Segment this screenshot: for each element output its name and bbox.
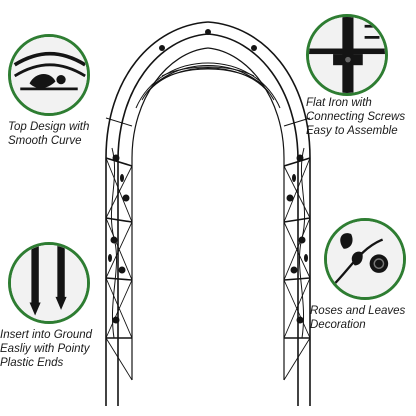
curved-top-detail-icon: [11, 37, 87, 113]
roses-caption: Roses and Leaves Decoration: [310, 305, 406, 331]
flat-iron-callout: [306, 14, 388, 96]
top-design-callout: [8, 34, 90, 116]
pointy-plastic-end-icon: [11, 245, 87, 321]
ground-insert-caption: Insert into Ground Easliy with Pointy Pl…: [0, 329, 93, 369]
top-design-caption: Top Design with Smooth Curve: [8, 121, 90, 147]
flat-iron-caption: Flat Iron with Connecting Screws Easy to…: [306, 97, 406, 137]
connecting-screw-detail-icon: [309, 17, 385, 93]
roses-callout: [324, 218, 406, 300]
garden-arch-image: [105, 21, 311, 406]
ground-insert-callout: [8, 242, 90, 324]
rose-leaf-detail-icon: [327, 221, 403, 297]
